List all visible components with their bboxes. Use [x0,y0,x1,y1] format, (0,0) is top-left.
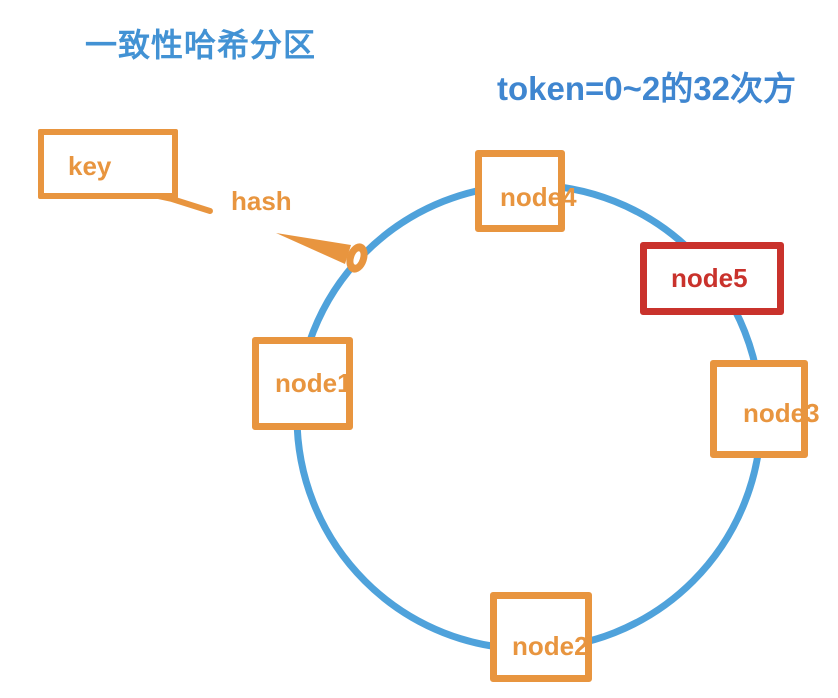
hash-arrow [276,233,351,264]
node-box-node2: node2 [490,592,592,682]
token-annotation: token=0~2的32次方 [497,70,796,107]
hash-point-marker [346,243,368,273]
hash-label: hash [231,186,292,216]
key-box: key [38,129,178,199]
node4-label: node4 [500,182,577,212]
node-box-node4: node4 [475,150,577,232]
diagram-title: 一致性哈希分区 [85,27,317,63]
node1-label: node1 [275,368,352,398]
node3-label: node3 [743,398,820,428]
node-box-node3: node3 [710,360,820,458]
key-label: key [68,151,112,181]
node-box-node5: node5 [640,242,784,315]
node2-label: node2 [512,631,589,661]
node5-label: node5 [671,263,748,293]
node-box-node1: node1 [252,337,353,430]
